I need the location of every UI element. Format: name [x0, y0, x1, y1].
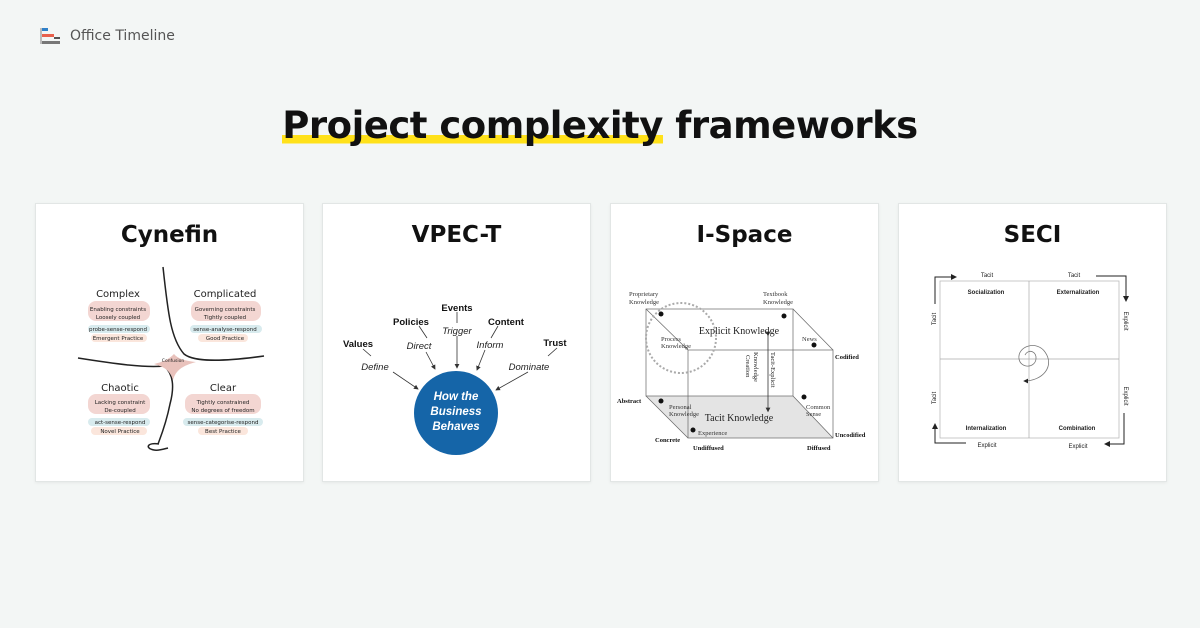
node-verb: Trigger — [442, 326, 472, 337]
label: Knowledge — [661, 343, 691, 350]
confusion-label: Confusion — [162, 358, 185, 364]
edge-label: Tacit — [932, 313, 938, 326]
complex-line: Enabling constraints — [90, 307, 146, 313]
label: Knowledge — [669, 411, 699, 418]
arrow-label: Tacit-Explicit — [769, 352, 776, 388]
edge-label: Explicit — [1122, 386, 1128, 405]
clear-approach: sense-categorise-respond — [187, 420, 258, 426]
card-i-space[interactable]: I-Space Proprietary Knowledge Textbook K… — [610, 203, 879, 482]
quadrant-label: Internalization — [966, 426, 1007, 432]
complex-label: Complex — [96, 289, 140, 300]
card-title: I-Space — [696, 222, 793, 248]
complex-approach: probe-sense-respond — [89, 327, 147, 333]
chaotic-practice: Novel Practice — [100, 429, 140, 435]
quadrant-label: Combination — [1059, 426, 1096, 432]
node-label: Policies — [393, 317, 429, 328]
card-title: Cynefin — [120, 222, 219, 248]
brand-logo: Office Timeline — [40, 27, 175, 45]
label: Common — [806, 404, 831, 411]
axis-label: Diffused — [807, 445, 831, 452]
node-label: Content — [488, 317, 525, 328]
label: Knowledge — [763, 299, 793, 306]
edge-label: Explicit — [977, 443, 996, 449]
node-verb: Dominate — [509, 362, 550, 373]
complicated-practice: Good Practice — [206, 336, 245, 342]
node-verb: Direct — [407, 341, 432, 352]
center-text: Behaves — [432, 421, 479, 433]
node-verb: Define — [361, 362, 388, 373]
axis-label: Abstract — [617, 398, 642, 405]
brand-name: Office Timeline — [70, 28, 175, 44]
cynefin-diagram: Complex Enabling constraints Loosely cou… — [77, 266, 265, 451]
center-text: How the — [434, 391, 479, 403]
label: Personal — [669, 404, 692, 411]
label: Sense — [806, 411, 821, 418]
complicated-line: Governing constraints — [195, 307, 256, 313]
complex-line: Loosely coupled — [96, 315, 140, 321]
complicated-line: Tightly coupled — [203, 315, 246, 321]
explicit-knowledge-label: Explicit Knowledge — [699, 326, 780, 337]
card-cynefin[interactable]: Cynefin Complex Enabling constraints Loo… — [35, 203, 304, 482]
i-space-diagram: Proprietary Knowledge Textbook Knowledge… — [617, 291, 866, 452]
axis-label: Uncodified — [835, 432, 866, 439]
title-highlight: Project complexity — [282, 104, 663, 147]
card-vpec-t[interactable]: VPEC-T Values Policies Events Content Tr… — [322, 203, 591, 482]
edge-label: Tacit — [932, 392, 938, 405]
edge-label: Tacit — [981, 273, 994, 279]
edge-label: Tacit — [1068, 273, 1081, 279]
seci-diagram: Socialization Externalization Internaliz… — [932, 273, 1129, 450]
center-text: Business — [430, 406, 481, 418]
quadrant-label: Socialization — [968, 290, 1005, 296]
chaotic-line: Lacking constraint — [95, 400, 146, 406]
complex-practice: Emergent Practice — [93, 336, 144, 342]
axis-label: Undiffused — [693, 445, 724, 452]
chaotic-approach: act-sense-respond — [95, 420, 146, 426]
clear-line: No degrees of freedom — [191, 408, 254, 414]
axis-label: Codified — [835, 354, 859, 361]
card-title: VPEC-T — [411, 222, 502, 248]
clear-line: Tightly constrained — [196, 400, 250, 406]
label: Textbook — [763, 291, 788, 298]
vpec-t-diagram: Values Policies Events Content Trust Def… — [343, 303, 567, 455]
quadrant-label: Externalization — [1057, 290, 1100, 296]
clear-practice: Best Practice — [205, 429, 242, 435]
axis-label: Concrete — [655, 437, 680, 444]
title-rest: frameworks — [662, 104, 918, 147]
label: Experience — [698, 430, 727, 437]
complicated-label: Complicated — [194, 289, 257, 300]
complicated-approach: sense-analyse-respond — [193, 327, 256, 333]
edge-label: Explicit — [1122, 311, 1128, 330]
tacit-knowledge-label: Tacit Knowledge — [705, 413, 774, 424]
label: Knowledge — [629, 299, 659, 306]
chaotic-label: Chaotic — [101, 383, 139, 394]
label: Process — [661, 336, 681, 343]
node-verb: Inform — [477, 340, 504, 351]
node-label: Trust — [543, 338, 567, 349]
node-label: Events — [441, 303, 472, 314]
arrow-label: Knowledge — [752, 352, 759, 382]
card-seci[interactable]: SECI Socialization Externalization Inter… — [898, 203, 1167, 482]
center-circle — [414, 371, 498, 455]
chaotic-line: De-coupled — [104, 408, 135, 414]
page-title: Project complexity frameworks — [0, 104, 1200, 147]
label: News — [802, 336, 817, 343]
node-label: Values — [343, 339, 373, 350]
arrow-label: Creation — [744, 355, 751, 378]
clear-label: Clear — [210, 383, 237, 394]
card-title: SECI — [1003, 222, 1062, 248]
gantt-logo-icon — [40, 28, 60, 44]
edge-label: Explicit — [1068, 444, 1087, 450]
label: Proprietary — [629, 291, 659, 298]
